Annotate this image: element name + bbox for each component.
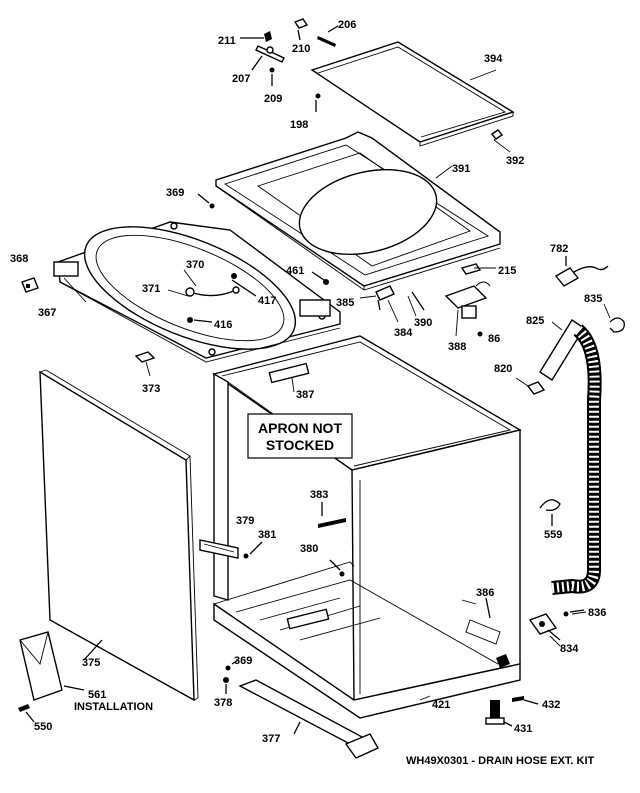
screw-383 xyxy=(318,502,346,528)
label-388: 388 xyxy=(448,341,466,353)
screw-198 xyxy=(315,93,321,112)
apron-note-line1: APRON NOT xyxy=(258,420,342,436)
label-432: 432 xyxy=(542,699,560,711)
rod-390 xyxy=(411,291,425,311)
glide-431 xyxy=(485,700,513,727)
footer-note: WH49X0301 - DRAIN HOSE EXT. KIT xyxy=(406,755,595,767)
base-frame xyxy=(213,579,521,719)
clip-386 xyxy=(485,597,491,619)
label-211: 211 xyxy=(218,35,236,47)
label-431: 431 xyxy=(514,723,532,735)
clamp-559 xyxy=(539,499,561,526)
label-380: 380 xyxy=(300,543,318,555)
label-198: 198 xyxy=(290,119,308,131)
label-206: 206 xyxy=(338,19,356,31)
screw-836 xyxy=(563,609,585,617)
top-cover xyxy=(215,131,501,291)
power-cord xyxy=(554,256,609,287)
lid-panel xyxy=(310,41,515,147)
label-461: 461 xyxy=(286,265,304,277)
screw-369-top xyxy=(197,193,215,209)
screw-380 xyxy=(329,559,345,577)
screw-209 xyxy=(269,67,275,86)
label-381: 381 xyxy=(258,529,276,541)
bracket-210 xyxy=(293,18,309,41)
label-394: 394 xyxy=(484,53,503,65)
label-834: 834 xyxy=(560,643,579,655)
actuator-215 xyxy=(460,263,482,275)
label-209: 209 xyxy=(264,93,282,105)
brace-379 xyxy=(199,539,239,559)
installation-label: INSTALLATION xyxy=(74,701,153,713)
label-417: 417 xyxy=(258,295,276,307)
label-561: 561 xyxy=(88,689,106,701)
label-836: 836 xyxy=(588,607,606,619)
label-835: 835 xyxy=(584,293,602,305)
screw-381 xyxy=(243,541,263,559)
label-390: 390 xyxy=(414,317,432,329)
switch-388 xyxy=(444,281,491,337)
screw-369-bottom xyxy=(225,659,239,671)
label-86: 86 xyxy=(488,333,500,345)
label-416: 416 xyxy=(214,319,232,331)
label-385: 385 xyxy=(336,297,354,309)
screw-550 xyxy=(18,704,35,723)
screw-432 xyxy=(512,696,539,705)
front-panel xyxy=(39,369,199,702)
label-215: 215 xyxy=(498,265,516,277)
strike-385 xyxy=(375,285,395,311)
label-373: 373 xyxy=(142,383,160,395)
pin-378 xyxy=(223,677,229,694)
hose-370 xyxy=(185,286,240,297)
label-207: 207 xyxy=(232,73,250,85)
label-550: 550 xyxy=(34,721,52,733)
label-369-top: 369 xyxy=(166,187,184,199)
label-368: 368 xyxy=(10,253,28,265)
label-421: 421 xyxy=(432,699,450,711)
drain-hose xyxy=(526,317,625,595)
part-labels: 211 210 206 207 209 394 198 392 391 369 … xyxy=(10,19,606,745)
label-379: 379 xyxy=(236,515,254,527)
screws-417-416 xyxy=(187,273,257,323)
apron-note-line2: STOCKED xyxy=(266,437,334,453)
label-210: 210 xyxy=(292,43,310,55)
installation-envelope xyxy=(19,631,85,701)
label-370: 370 xyxy=(186,259,204,271)
screw-461 xyxy=(311,271,329,285)
label-386: 386 xyxy=(476,587,494,599)
toe-panel-377 xyxy=(238,679,379,759)
label-375: 375 xyxy=(82,657,100,669)
label-391: 391 xyxy=(452,163,470,175)
label-392: 392 xyxy=(506,155,524,167)
lever-207 xyxy=(251,45,285,71)
pump-834 xyxy=(528,613,561,641)
leader-lines xyxy=(63,69,611,701)
pad-373 xyxy=(134,351,156,363)
screw-206 xyxy=(317,25,339,47)
small-switch-211 xyxy=(240,31,272,42)
label-383: 383 xyxy=(310,489,328,501)
label-371: 371 xyxy=(142,283,160,295)
label-384: 384 xyxy=(394,327,413,339)
label-369-bottom: 369 xyxy=(234,655,252,667)
label-559: 559 xyxy=(544,529,562,541)
label-367: 367 xyxy=(38,307,56,319)
label-782: 782 xyxy=(550,243,568,255)
label-378: 378 xyxy=(214,697,232,709)
connector-368 xyxy=(21,277,39,293)
label-387: 387 xyxy=(296,389,314,401)
lid-hinge-pin xyxy=(490,129,504,141)
label-825: 825 xyxy=(526,315,544,327)
label-820: 820 xyxy=(494,363,512,375)
label-377: 377 xyxy=(262,733,280,745)
apron-note: APRON NOT STOCKED xyxy=(247,413,353,459)
